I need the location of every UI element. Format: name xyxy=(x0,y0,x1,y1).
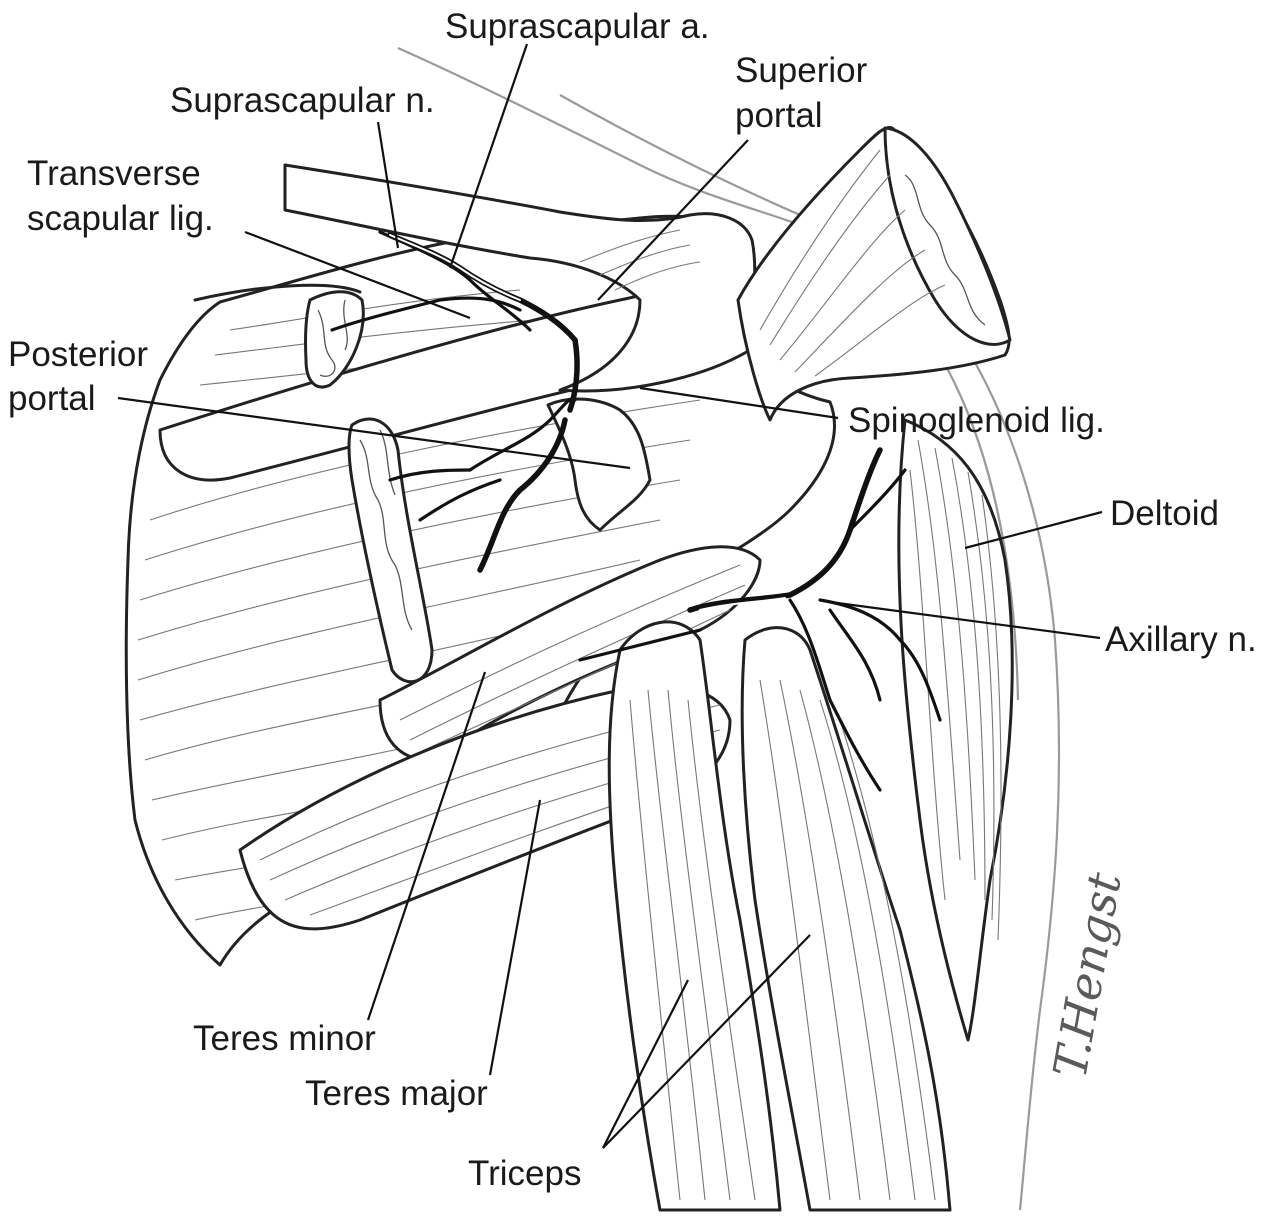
deltoid-muscle xyxy=(897,418,1014,1042)
leader-spinoglenoid-lig xyxy=(639,386,839,420)
leader-posterior-portal xyxy=(117,396,631,470)
suprascapular-window xyxy=(304,290,365,389)
leader-transverse-scapular-lig xyxy=(244,230,471,320)
label-posterior-portal-1: Posterior xyxy=(8,335,148,374)
labels: Suprascapular a. Superior portal Suprasc… xyxy=(8,7,1257,1193)
leader-suprascapular-a xyxy=(448,43,529,269)
label-teres-minor: Teres minor xyxy=(193,1019,376,1058)
label-transverse-2: scapular lig. xyxy=(27,199,214,238)
label-spinoglenoid-lig: Spinoglenoid lig. xyxy=(848,401,1105,440)
leader-superior-portal xyxy=(597,139,749,301)
label-superior-portal-2: portal xyxy=(735,96,823,135)
triceps-muscle xyxy=(607,620,952,1212)
artist-signature: T.Hengst xyxy=(1043,868,1132,1082)
leader-triceps-right xyxy=(602,934,811,1149)
leader-triceps-left xyxy=(602,979,689,1149)
leader-lines xyxy=(117,43,1103,1149)
cut-muscle-stump xyxy=(736,125,1012,422)
axillary-nerve-course xyxy=(578,447,942,792)
acromion xyxy=(283,163,757,393)
label-deltoid: Deltoid xyxy=(1110,494,1219,533)
label-transverse-1: Transverse xyxy=(27,154,201,193)
suprascapular-nerve xyxy=(330,230,577,522)
leader-teres-major xyxy=(488,799,542,1076)
skin-outline xyxy=(397,46,1061,1211)
suprascapular-artery xyxy=(387,232,580,573)
leader-suprascapular-n xyxy=(376,121,400,249)
label-triceps: Triceps xyxy=(468,1154,581,1193)
leader-teres-minor xyxy=(366,671,487,1021)
leader-deltoid xyxy=(964,510,1103,550)
label-posterior-portal-2: portal xyxy=(8,379,96,418)
label-suprascapular-n: Suprascapular n. xyxy=(170,81,435,120)
label-axillary-n: Axillary n. xyxy=(1105,620,1257,659)
label-superior-portal-1: Superior xyxy=(735,51,868,90)
label-teres-major: Teres major xyxy=(305,1074,488,1113)
label-suprascapular-a: Suprascapular a. xyxy=(445,7,710,46)
leader-axillary-n xyxy=(829,600,1101,640)
